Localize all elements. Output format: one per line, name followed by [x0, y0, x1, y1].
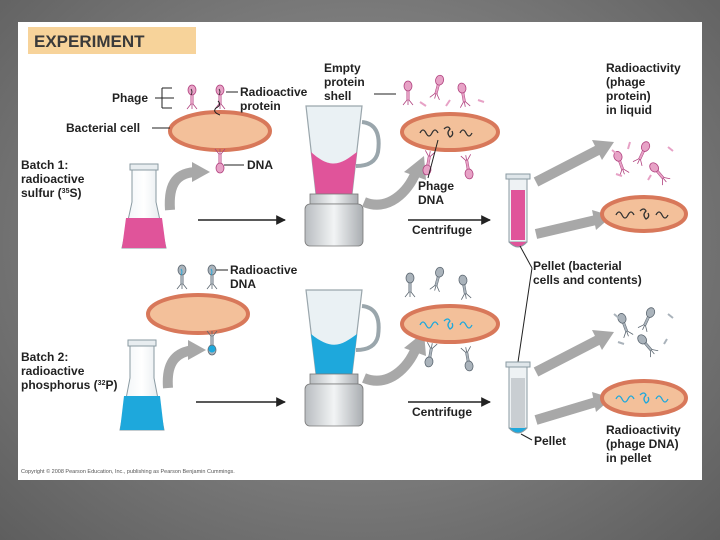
header-title: EXPERIMENT [34, 32, 145, 51]
pellet-cell-1 [600, 195, 688, 233]
tube-batch2 [505, 361, 531, 434]
phage-icon [214, 148, 226, 174]
cell-after-blend-2 [400, 265, 500, 373]
phage-icon [186, 84, 198, 110]
batch1-infection [168, 84, 272, 174]
pellet-cell-2 [600, 379, 688, 417]
label-pellet-1: Pellet (bacterial cells and contents) [533, 259, 642, 287]
free-phage-shells-2 [613, 305, 674, 358]
blender-batch2 [304, 289, 381, 427]
label-dna: DNA [247, 158, 273, 172]
flask-batch2 [119, 339, 165, 431]
label-phage-dna: Phage DNA [418, 179, 457, 207]
copyright: Copyright © 2008 Pearson Education, Inc.… [21, 468, 235, 475]
batch2-infection [146, 264, 250, 356]
bacterial-cell-2 [146, 293, 250, 335]
bacterial-cell-1 [168, 110, 272, 152]
header-box [28, 27, 196, 54]
label-radioactivity-2: Radioactivity (phage DNA) in pellet [606, 423, 684, 465]
label-empty-shell: Empty protein shell [324, 61, 368, 103]
label-batch2: Batch 2: radioactive phosphorus (32P) [21, 350, 117, 392]
label-radioactive-dna: Radioactive DNA [230, 263, 301, 291]
label-centrifuge-2: Centrifuge [412, 405, 472, 419]
label-batch1: Batch 1: radioactive sulfur (35S) [21, 158, 88, 200]
label-centrifuge-1: Centrifuge [412, 223, 472, 237]
label-bacterial-cell: Bacterial cell [66, 121, 140, 135]
label-pellet-2: Pellet [534, 434, 566, 448]
phage-icon [214, 84, 226, 110]
cell-after-blend-1 [400, 73, 500, 181]
label-radioactivity-1: Radioactivity (phage protein) in liquid [606, 61, 684, 117]
free-phage-shells-1 [611, 139, 674, 186]
label-phage: Phage [112, 91, 148, 105]
tube-batch1 [505, 173, 531, 248]
flask-batch1 [121, 163, 167, 249]
blender-batch1 [304, 105, 381, 247]
